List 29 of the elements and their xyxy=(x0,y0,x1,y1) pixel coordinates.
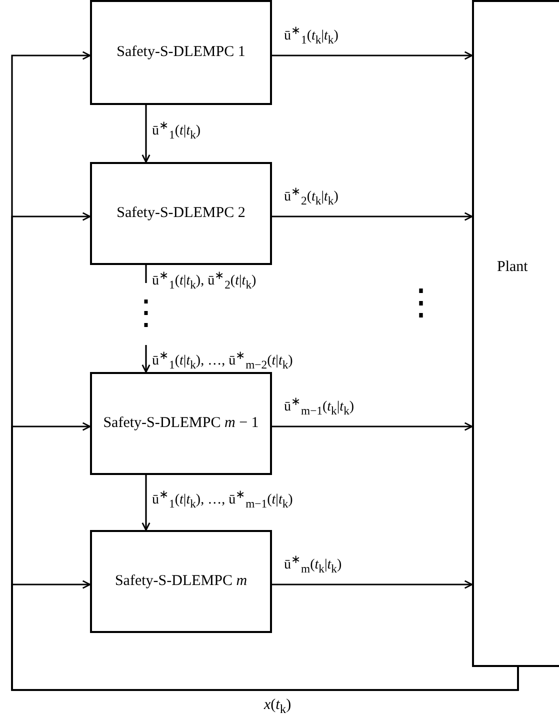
edge-label: ū$^{∗}$$_{1}$(t$_{k}$|t$_{k}$) xyxy=(284,24,338,47)
edge-label: ū$^{∗}$$_{m}$(t$_{k}$|t$_{k}$) xyxy=(284,554,342,576)
controller-box xyxy=(90,162,272,265)
arrow xyxy=(142,475,150,531)
controller-box xyxy=(90,0,272,105)
arrow xyxy=(142,105,150,163)
edge-label: ū$^{∗}$$_{1}$(t|t$_{k}$), …, ū$^{∗}$$_{m−2}$(t|t$_{k}$) xyxy=(152,350,293,372)
edge-label: ū$^{∗}$$_{2}$(t$_{k}$|t$_{k}$) xyxy=(284,186,338,208)
ellipsis-dots: ⋮ xyxy=(403,284,439,320)
edge-label: ū$^{∗}$$_{1}$(t|t$_{k}$), …, ū$^{∗}$$_{m−1}$(t|t$_{k}$) xyxy=(152,488,293,511)
node-label: Plant xyxy=(497,259,528,276)
ellipsis-dots xyxy=(472,0,559,667)
edge-label: ū$^{∗}$$_{1}$(t|t$_{k}$), ū$^{∗}$$_{2}$(t|t$_{k}$) xyxy=(152,270,256,292)
signal-label: x(t$_{k}$) xyxy=(264,698,292,716)
arrow xyxy=(272,580,473,589)
node-label: Safety-S-DLEMPC m − 1 xyxy=(103,415,259,432)
node-label: Safety-S-DLEMPC 2 xyxy=(116,205,246,222)
node-label: Safety-S-DLEMPC m xyxy=(114,573,248,590)
arrow xyxy=(142,345,150,373)
controller-box xyxy=(90,372,272,475)
node-label: Safety-S-DLEMPC 1 xyxy=(116,44,246,61)
arrow xyxy=(272,422,473,431)
arrow xyxy=(272,212,473,221)
edge-label: ū$^{∗}$$_{1}$(t|t$_{k}$) xyxy=(152,120,201,142)
controller-box xyxy=(90,530,272,633)
arrow xyxy=(11,580,519,691)
edge-label: ū$^{∗}$$_{m−1}$(t$_{k}$|t$_{k}$) xyxy=(284,396,354,418)
node-label: ⋮ xyxy=(129,297,163,331)
arrow xyxy=(272,51,473,60)
